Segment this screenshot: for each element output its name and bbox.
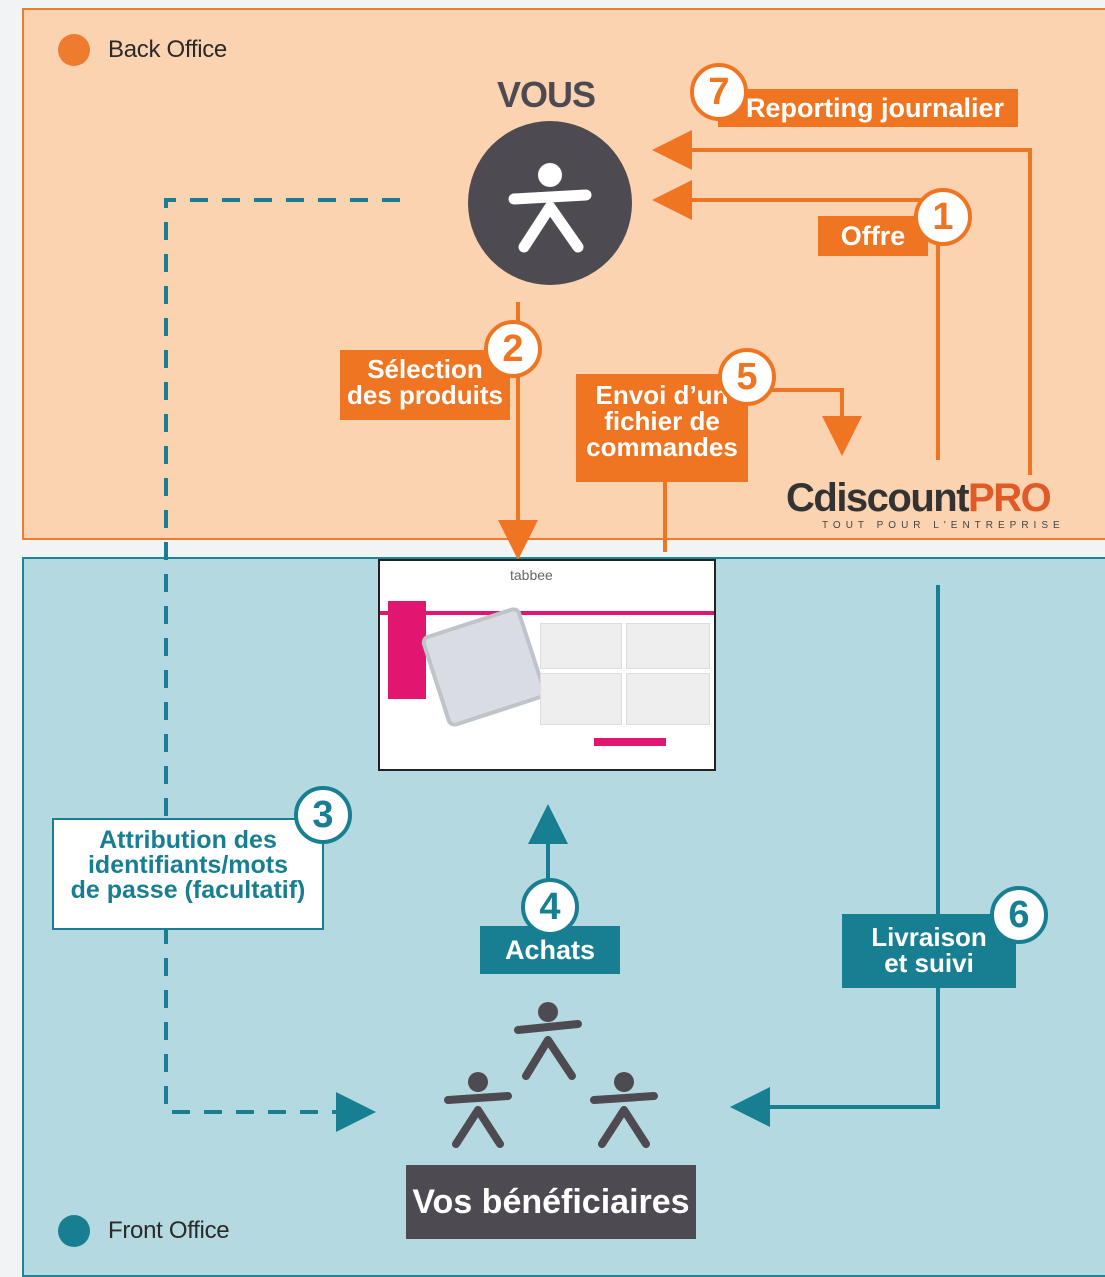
shop-ribbon bbox=[380, 611, 714, 615]
step-3-line3: de passe (facultatif) bbox=[70, 876, 306, 904]
shop-button bbox=[594, 738, 666, 746]
step-5-line1: Envoi d’un bbox=[595, 380, 729, 410]
step-2-line2: des produits bbox=[346, 380, 503, 410]
connector-reporting bbox=[652, 130, 1032, 475]
shop-box bbox=[540, 673, 622, 725]
step-7-badge: 7 bbox=[690, 63, 748, 121]
you-title: VOUS bbox=[497, 74, 596, 115]
step-5-badge: 5 bbox=[718, 348, 776, 406]
shop-brand: tabbee bbox=[510, 567, 553, 583]
shop-box bbox=[626, 623, 710, 669]
connector-attribution bbox=[164, 198, 400, 1132]
step-1-label: Offre bbox=[818, 216, 928, 256]
logo-tagline: TOUT POUR L'ENTREPRISE bbox=[822, 520, 1065, 531]
step-6-line1: Livraison bbox=[871, 922, 987, 952]
legend-back-office: Back Office bbox=[58, 34, 227, 66]
beneficiaries-label: Vos bénéficiaires bbox=[406, 1165, 696, 1239]
legend-front-office-label: Front Office bbox=[108, 1217, 230, 1244]
step-4-badge: 4 bbox=[521, 878, 579, 936]
beneficiary-person-icon-top bbox=[514, 1002, 582, 1080]
connector-envoi-right bbox=[770, 388, 862, 456]
step-3-label: Attribution des identifiants/mots de pas… bbox=[52, 818, 324, 930]
step-6-badge: 6 bbox=[990, 886, 1048, 944]
step-3-line2: identifiants/mots bbox=[87, 851, 288, 879]
step-3-line1: Attribution des bbox=[99, 826, 277, 854]
legend-front-office: Front Office bbox=[58, 1215, 230, 1247]
shop-nav bbox=[388, 601, 426, 699]
tablet-image-icon bbox=[419, 605, 549, 729]
cdiscount-pro-logo: CdiscountPRO TOUT POUR L'ENTREPRISE bbox=[786, 476, 1086, 531]
step-3-badge: 3 bbox=[294, 786, 352, 844]
teal-dot-icon bbox=[58, 1215, 90, 1247]
shop-website-screenshot: tabbee bbox=[378, 559, 716, 771]
beneficiary-person-icon-left bbox=[444, 1072, 512, 1148]
step-6-line2: et suivi bbox=[884, 948, 974, 978]
step-6-label: Livraison et suivi bbox=[842, 914, 1016, 988]
logo-name-part1: Cdiscount bbox=[786, 476, 970, 520]
orange-dot-icon bbox=[58, 34, 90, 66]
step-7-label: Reporting journalier bbox=[718, 89, 1018, 127]
legend-back-office-label: Back Office bbox=[108, 36, 227, 63]
connector-livraison bbox=[730, 585, 940, 1127]
step-2-label: Sélection des produits bbox=[340, 350, 510, 420]
step-5-label: Envoi d’un fichier de commandes bbox=[576, 374, 748, 482]
step-1-badge: 1 bbox=[914, 188, 972, 246]
step-2-badge: 2 bbox=[484, 320, 542, 378]
you-person-icon bbox=[468, 121, 632, 285]
logo-name-part2: PRO bbox=[968, 476, 1052, 520]
shop-box bbox=[540, 623, 622, 669]
step-5-line3: commandes bbox=[586, 432, 738, 462]
step-2-line1: Sélection bbox=[367, 354, 483, 384]
beneficiary-person-icon-right bbox=[590, 1072, 658, 1148]
shop-box bbox=[626, 673, 710, 725]
step-5-line2: fichier de bbox=[604, 406, 720, 436]
